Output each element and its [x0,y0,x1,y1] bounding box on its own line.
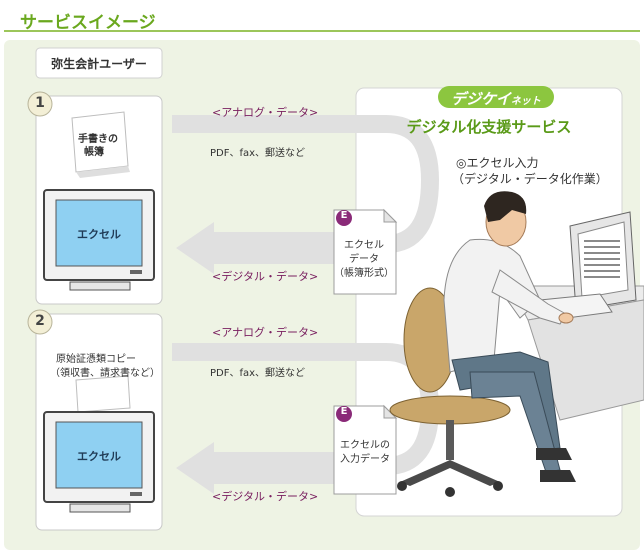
step1-document-line1: 手書きの [78,134,118,145]
step1-document-line2: 帳簿 [84,147,104,158]
service-logo-suffix: ネット [510,96,541,107]
service-logo: デジケイネット [440,88,552,109]
service-logo-text: デジケイ [451,90,511,108]
step2-monitor [43,411,155,513]
page-title: サービスイメージ [20,13,156,33]
step2-document-line1: 原始証憑類コピー [56,354,136,365]
step1-monitor [43,189,155,291]
step2-file-icon-letter: E [340,406,348,417]
user-group-tab [35,47,163,79]
step1-return-file-line1: エクセル [344,240,384,251]
step1-number: 1 [35,95,45,111]
step1-send-arrow [172,115,440,253]
step2-number-circle [27,309,53,335]
step1-send-methods: PDF、fax、郵送など [210,148,306,159]
step2-return-file-line1: エクセルの [340,440,390,451]
service-logo-badge [438,86,554,108]
operator-illustration [389,191,644,497]
step2-document-line2: （領収書、請求書など） [50,368,160,379]
step2-send-methods: PDF、fax、郵送など [210,368,306,379]
step1-digital-label: <デジタル・データ> [212,270,319,283]
service-work-line1: ◎エクセル入力 [456,156,539,170]
step1-number-circle [27,91,53,117]
step1-file-icon-letter: E [340,210,348,221]
step2-receipt-document [75,375,131,413]
step2-screen-label: エクセル [77,450,121,463]
title-bar [4,4,640,32]
step2-number: 2 [35,313,45,329]
step2-analog-label: <アナログ・データ> [212,326,319,339]
title-underline [4,30,640,32]
step1-ledger-document [71,111,130,178]
service-heading: デジタル化支援サービス [406,118,572,136]
step1-analog-label: <アナログ・データ> [212,106,319,119]
service-work-line2: （デジタル・データ化作業） [452,172,608,186]
step1-return-file-line3: （帳簿形式） [334,268,394,279]
step2-digital-label: <デジタル・データ> [212,490,319,503]
step1-return-file-line2: データ [349,254,379,265]
step2-return-file-line2: 入力データ [340,454,390,465]
user-group-label: 弥生会計ユーザー [51,57,147,71]
step1-excel-file [333,208,398,295]
step1-screen-label: エクセル [77,228,121,241]
